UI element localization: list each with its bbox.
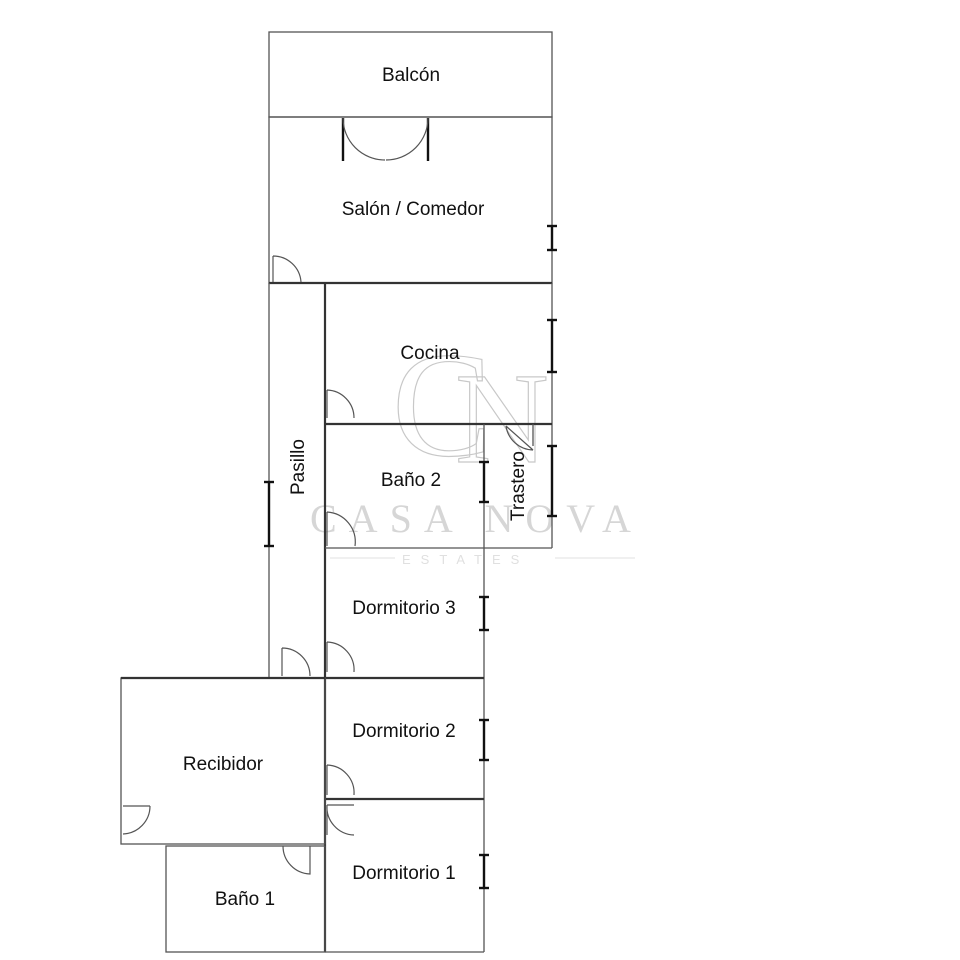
room-label-recibidor: Recibidor xyxy=(183,754,264,775)
doors xyxy=(122,117,534,875)
window-salon xyxy=(547,224,557,252)
walls xyxy=(120,31,553,953)
room-label-dormitorio3: Dormitorio 3 xyxy=(352,598,455,619)
window-trastero xyxy=(547,444,557,518)
bano1-wall xyxy=(165,845,326,953)
door-balcon-left xyxy=(342,117,386,161)
room-label-cocina: Cocina xyxy=(400,343,460,364)
watermark-subbrand: ESTATES xyxy=(402,552,529,567)
window-pasillo xyxy=(264,480,274,548)
door-salon xyxy=(272,255,302,283)
window-cocina xyxy=(547,318,557,374)
watermark-brand: CASA NOVA xyxy=(310,496,643,541)
door-recibidor-entrance xyxy=(122,805,151,835)
door-dormitorio1 xyxy=(326,804,355,836)
room-label-salon: Salón / Comedor xyxy=(342,199,485,220)
door-balcon-right xyxy=(385,117,429,161)
room-label-pasillo: Pasillo xyxy=(288,439,309,495)
door-dormitorio2 xyxy=(326,764,355,796)
window-dormitorio1 xyxy=(479,853,489,890)
door-pasillo-recibidor xyxy=(281,647,311,677)
windows xyxy=(264,118,557,890)
room-label-bano1: Baño 1 xyxy=(215,889,275,910)
door-trastero xyxy=(505,425,534,451)
watermark-monogram-n: N xyxy=(455,347,549,491)
room-label-trastero: Trastero xyxy=(508,451,529,521)
window-dormitorio2 xyxy=(479,718,489,762)
room-label-balcon: Balcón xyxy=(382,65,440,86)
watermark: C N CASA NOVA ESTATES xyxy=(310,321,643,567)
room-label-dormitorio2: Dormitorio 2 xyxy=(352,721,455,742)
door-bano2 xyxy=(326,511,356,547)
room-label-dormitorio1: Dormitorio 1 xyxy=(352,863,455,884)
window-dormitorio3 xyxy=(479,595,489,632)
room-labels: Balcón Salón / Comedor Cocina Pasillo Ba… xyxy=(183,65,529,910)
window-bano2 xyxy=(479,460,489,504)
door-bano1 xyxy=(282,845,311,875)
door-dormitorio3 xyxy=(326,641,355,673)
room-label-bano2: Baño 2 xyxy=(381,470,441,491)
watermark-monogram-c: C xyxy=(392,322,492,488)
door-cocina xyxy=(326,389,355,419)
